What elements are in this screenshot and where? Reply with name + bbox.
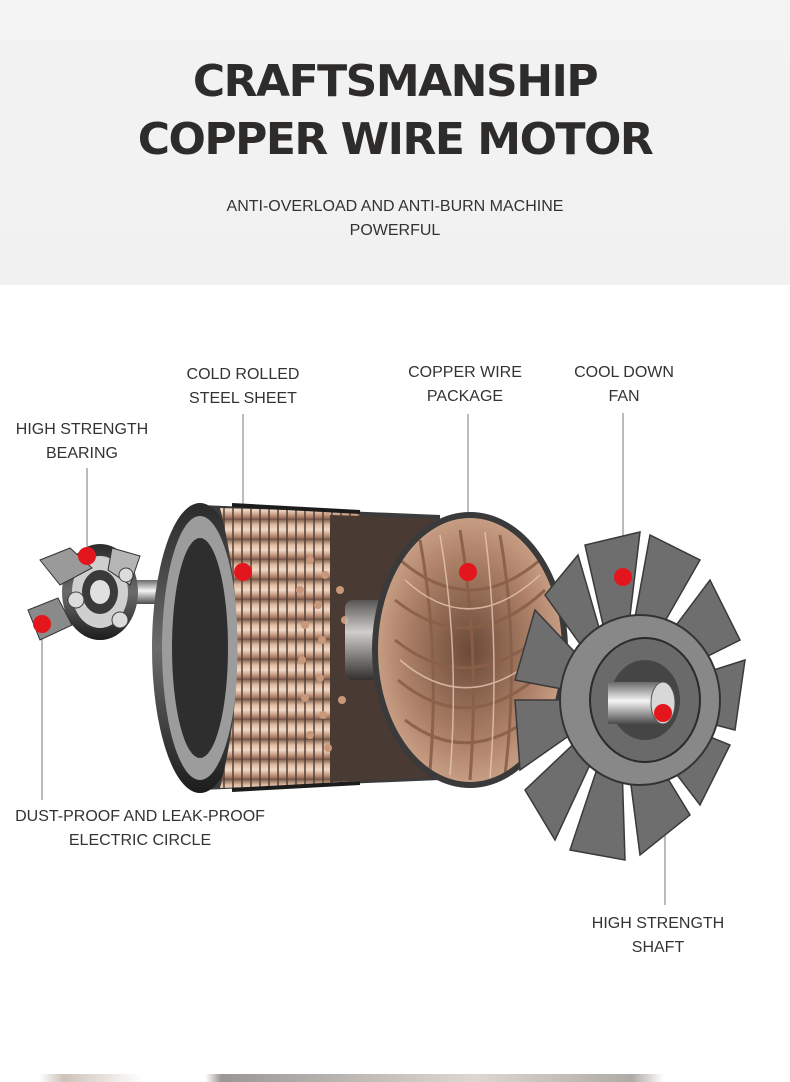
label-line: COPPER WIRE [408,364,522,381]
marker-cool-down [614,568,632,586]
label-line: DUST-PROOF AND LEAK-PROOF [15,808,265,825]
label-cold-rolled-steel-sheet: COLD ROLLED STEEL SHEET [171,363,315,411]
label-line: HIGH STRENGTH [15,421,149,438]
label-copper-wire-package: COPPER WIRE PACKAGE [397,361,533,409]
marker-shaft [654,704,672,722]
label-line: COOL DOWN [574,364,674,381]
cooling-fan [514,531,746,861]
label-line: HIGH STRENGTH [591,915,725,932]
marker-copper-wire [459,563,477,581]
page-title-line1: CRAFTSMANSHIP [192,56,599,107]
label-high-strength-bearing: HIGH STRENGTH BEARING [2,418,162,466]
label-high-strength-shaft: HIGH STRENGTH SHAFT [578,912,738,960]
label-line: COLD ROLLED [186,366,300,383]
marker-cold-rolled [234,563,252,581]
marker-bearing [78,547,96,565]
subtitle-line2: POWERFUL [349,222,441,239]
label-line: PACKAGE [426,388,504,405]
label-cool-down-fan: COOL DOWN FAN [559,361,689,409]
label-line: BEARING [45,445,118,462]
label-line: SHAFT [631,939,685,956]
markers [33,547,672,722]
shaft [608,681,676,725]
label-dust-proof-electric-circle: DUST-PROOF AND LEAK-PROOF ELECTRIC CIRCL… [2,805,278,853]
label-line: STEEL SHEET [189,390,297,407]
bottom-image-edge [0,1074,790,1082]
page-title-line2: COPPER WIRE MOTOR [137,114,654,165]
marker-dust-proof [33,615,51,633]
subtitle-line1: ANTI-OVERLOAD AND ANTI-BURN MACHINE [226,198,564,215]
label-line: ELECTRIC CIRCLE [68,832,212,849]
label-line: FAN [608,388,640,405]
header-background [0,0,790,285]
